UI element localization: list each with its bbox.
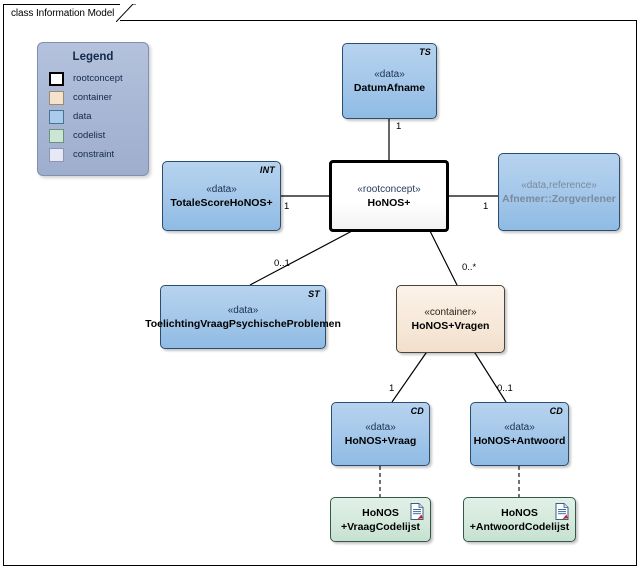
class-honos-plus-name: HoNOS+ <box>367 196 411 209</box>
class-honos-vraag-corner: CD <box>410 406 424 416</box>
class-honos-plus-stereotype: «rootconcept» <box>357 183 421 195</box>
codelist-antwoord[interactable]: HoNOS +AntwoordCodelijst <box>463 497 576 542</box>
legend-label-data: data <box>73 111 92 122</box>
class-datumafname-name: DatumAfname <box>353 81 426 94</box>
class-totalescore-honos-name: TotaleScoreHoNOS+ <box>170 196 273 209</box>
legend-panel: Legend rootconcept container data codeli… <box>37 42 149 176</box>
class-honos-vraag[interactable]: CD «data» HoNOS+Vraag <box>331 402 430 466</box>
legend-item-container: container <box>38 88 148 107</box>
legend-swatch-constraint <box>49 147 64 162</box>
class-honos-vraag-name: HoNOS+Vraag <box>344 434 417 447</box>
legend-label-rootconcept: rootconcept <box>73 73 123 84</box>
class-datumafname[interactable]: TS «data» DatumAfname <box>342 43 437 119</box>
class-toelichting-vraag-stereotype: «data» <box>227 304 259 316</box>
class-honos-antwoord-stereotype: «data» <box>504 421 535 433</box>
codelist-antwoord-name-line2: +AntwoordCodelijst <box>469 520 570 533</box>
multiplicity-root-totalescore: 1 <box>284 201 290 212</box>
codelist-vraag[interactable]: HoNOS +VraagCodelijst <box>330 497 431 542</box>
diagram-title-tab: class Information Model <box>3 4 121 21</box>
multiplicity-vragen-antwoord: 0..1 <box>497 383 513 394</box>
class-afnemer-zorgverlener-name: Afnemer::Zorgverlener <box>502 192 616 205</box>
class-totalescore-honos[interactable]: INT «data» TotaleScoreHoNOS+ <box>162 161 281 231</box>
legend-swatch-rootconcept <box>49 71 64 86</box>
class-totalescore-honos-corner: INT <box>259 165 275 175</box>
class-toelichting-vraag-name: ToelichtingVraagPsychischeProblemen <box>145 317 341 330</box>
legend-title: Legend <box>72 51 114 63</box>
multiplicity-root-toelichting: 0..1 <box>274 258 290 269</box>
class-honos-antwoord-name: HoNOS+Antwoord <box>473 434 566 447</box>
class-afnemer-zorgverlener[interactable]: «data,reference» Afnemer::Zorgverlener <box>498 153 620 231</box>
class-datumafname-stereotype: «data» <box>374 68 405 80</box>
document-icon <box>410 503 424 520</box>
class-honos-vraag-stereotype: «data» <box>365 421 396 433</box>
legend-item-data: data <box>38 107 148 126</box>
legend-item-rootconcept: rootconcept <box>38 69 148 88</box>
legend-swatch-codelist <box>49 128 64 143</box>
legend-item-codelist: codelist <box>38 126 148 145</box>
class-toelichting-vraag[interactable]: ST «data» ToelichtingVraagPsychischeProb… <box>145 285 341 349</box>
legend-swatch-container <box>49 90 64 105</box>
multiplicity-root-zorgverlener: 1 <box>483 201 489 212</box>
diagram-title-label: class Information Model <box>11 7 115 19</box>
class-honos-vragen-stereotype: «container» <box>424 306 477 318</box>
multiplicity-vragen-vraag: 1 <box>389 383 395 394</box>
codelist-vraag-name-line1: HoNOS <box>362 506 399 519</box>
multiplicity-root-datumafname: 1 <box>396 121 402 132</box>
legend-list: rootconcept container data codelist cons… <box>38 69 148 164</box>
class-afnemer-zorgverlener-stereotype: «data,reference» <box>521 179 597 191</box>
class-datumafname-corner: TS <box>419 47 431 57</box>
document-icon <box>555 503 569 520</box>
legend-label-constraint: constraint <box>73 149 115 160</box>
class-honos-plus[interactable]: «rootconcept» HoNOS+ <box>329 160 449 232</box>
multiplicity-root-vragen: 0..* <box>462 262 477 273</box>
legend-swatch-data <box>49 109 64 124</box>
legend-item-constraint: constraint <box>38 145 148 164</box>
legend-label-container: container <box>73 92 113 103</box>
class-toelichting-vraag-corner: ST <box>308 289 320 299</box>
class-honos-antwoord-corner: CD <box>549 406 563 416</box>
class-totalescore-honos-stereotype: «data» <box>206 183 237 195</box>
codelist-antwoord-name-line1: HoNOS <box>501 506 538 519</box>
legend-label-codelist: codelist <box>73 130 106 141</box>
codelist-vraag-name-line2: +VraagCodelijst <box>340 520 421 533</box>
class-honos-vragen-name: HoNOS+Vragen <box>411 319 490 332</box>
class-honos-antwoord[interactable]: CD «data» HoNOS+Antwoord <box>470 402 569 466</box>
class-honos-vragen[interactable]: «container» HoNOS+Vragen <box>396 285 505 353</box>
diagram-tab-slant <box>116 4 136 22</box>
